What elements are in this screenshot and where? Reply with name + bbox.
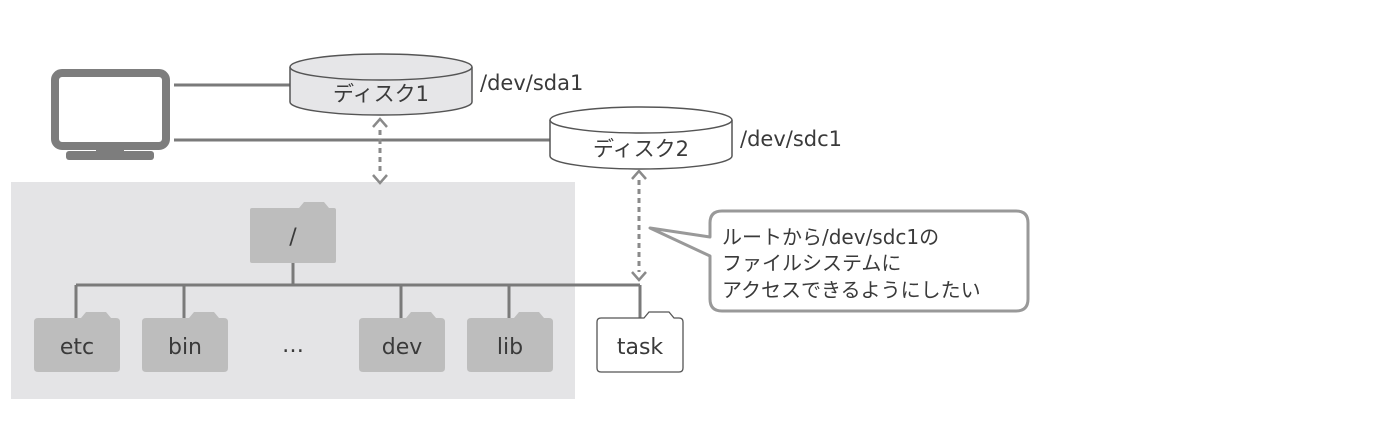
- root-folder-label: /: [289, 225, 297, 250]
- folder-bin: bin: [142, 312, 228, 372]
- disk1-root-link-arrow: [372, 117, 388, 185]
- disk2-task-mount-arrow: [631, 169, 647, 282]
- disk-2-label: ディスク2: [593, 137, 689, 161]
- callout-line-2: ファイルシステムに: [722, 251, 901, 275]
- directory-tree-lines: [74, 262, 642, 318]
- folder-dev-label: dev: [382, 335, 423, 360]
- folder-etc-label: etc: [60, 335, 94, 360]
- callout-bubble: ルートから/dev/sdc1の ファイルシステムに アクセスできるようにしたい: [648, 209, 1030, 313]
- disk-1: ディスク1: [289, 53, 473, 116]
- disk-1-device-path: /dev/sda1: [480, 71, 583, 95]
- root-folder: /: [250, 202, 336, 263]
- disk-2-device-path: /dev/sdc1: [740, 127, 842, 151]
- folder-lib-label: lib: [497, 335, 523, 360]
- folder-task-mount-point: task: [596, 311, 684, 373]
- disk-1-label: ディスク1: [333, 82, 429, 106]
- disk-2: ディスク2: [549, 106, 733, 170]
- folder-lib: lib: [467, 312, 553, 372]
- omitted-folders-ellipsis: …: [282, 333, 304, 358]
- callout-line-3: アクセスできるようにしたい: [722, 278, 981, 302]
- callout-line-1: ルートから/dev/sdc1の: [722, 225, 939, 249]
- folder-bin-label: bin: [168, 335, 202, 360]
- folder-etc: etc: [34, 312, 120, 372]
- folder-task-label: task: [617, 335, 664, 360]
- folder-dev: dev: [359, 312, 445, 372]
- computer-monitor-icon: [51, 69, 170, 160]
